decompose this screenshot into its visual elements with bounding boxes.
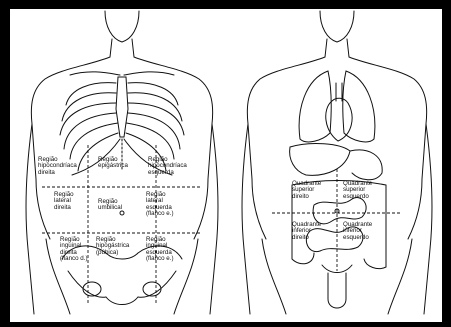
label-line: esquerdo — [343, 235, 372, 241]
label-line: epigástrica — [98, 163, 128, 169]
right-arm-outline — [26, 124, 34, 314]
genitalia-outline — [328, 273, 346, 308]
label-umbilical: Região umbilical — [98, 199, 122, 212]
pelvic-ring — [68, 271, 176, 297]
label-line: (flanco e.) — [146, 256, 174, 262]
illustration-panel: Região hipocondríaca direita Região epig… — [10, 9, 442, 321]
rib — [128, 83, 178, 105]
head-outline — [105, 11, 139, 42]
label-line: direito — [292, 235, 321, 241]
label-quadrante-inferior-direito: Quadrante inferior direito — [292, 222, 321, 241]
right-lung — [299, 71, 331, 142]
obturator-foramen — [143, 282, 161, 296]
rib — [70, 123, 118, 159]
obturator-foramen — [83, 282, 101, 296]
label-quadrante-inferior-esquerdo: Quadrante inferior esquerdo — [343, 222, 372, 241]
label-hipocondriaca-esquerda: Região hipocondríaca esquerda — [148, 157, 187, 176]
right-arm-outline — [242, 124, 250, 314]
label-hipocondriaca-direita: Região hipocondríaca direita — [38, 157, 77, 176]
label-line: umbilical — [98, 205, 122, 211]
pubic-symphysis — [106, 297, 138, 305]
label-quadrante-superior-direito: Quadrante superior direito — [292, 181, 321, 200]
label-quadrante-superior-esquerdo: Quadrante superior esquerdo — [343, 181, 372, 200]
label-inguinal-direita: Região inguinal direita (flanco d.) — [60, 237, 88, 263]
heart — [326, 98, 352, 141]
sternum — [116, 77, 128, 137]
label-line: (púbica) — [96, 250, 129, 256]
label-lateral-esquerda: Região lateral esquerda (flanco e.) — [146, 192, 174, 218]
bottom-rule — [10, 320, 442, 322]
label-line: (flanco e.) — [146, 211, 174, 217]
label-line: direito — [292, 194, 321, 200]
label-inguinal-esquerda: Região inguinal esquerda (flanco e.) — [146, 237, 174, 263]
stomach — [350, 150, 382, 180]
label-line: (flanco d.) — [60, 256, 88, 262]
label-line: direita — [54, 205, 74, 211]
clavicles — [70, 72, 174, 75]
small-intestine — [313, 198, 366, 224]
rib — [66, 83, 116, 105]
head-outline — [320, 11, 354, 42]
liver — [290, 144, 350, 176]
label-epigastrica: Região epigástrica — [98, 157, 128, 170]
left-arm-outline — [210, 124, 218, 314]
label-line: direita — [38, 170, 77, 176]
label-line: esquerdo — [343, 194, 372, 200]
left-arm-outline — [424, 124, 432, 314]
label-line: esquerda — [148, 170, 187, 176]
label-lateral-direita: Região lateral direita — [54, 192, 74, 211]
rib — [126, 123, 174, 159]
right-torso-outline — [349, 57, 427, 239]
label-hipogastrica: Região hipogástrica (púbica) — [96, 237, 129, 256]
left-lung — [343, 71, 375, 142]
